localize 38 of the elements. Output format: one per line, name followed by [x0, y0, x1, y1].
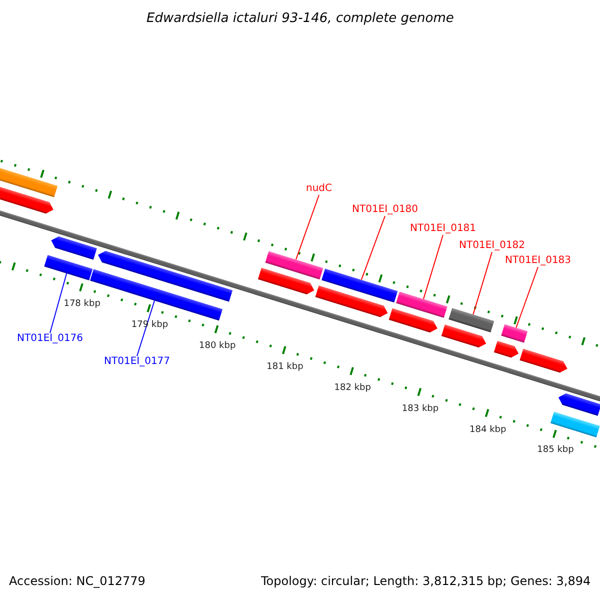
gene-feature: [315, 286, 388, 318]
gene-bar: [322, 268, 398, 303]
leader-line: [360, 216, 386, 280]
gene-label: NT01EI_0177: [104, 357, 170, 367]
leader-line: [516, 266, 538, 328]
leader-line: [136, 300, 155, 356]
gene-feature: [441, 324, 486, 348]
scale-label: 183 kbp: [402, 404, 439, 414]
gene-feature: [388, 308, 438, 332]
gene-label: NT01EI_0176: [17, 334, 84, 344]
gene-bar: [550, 412, 600, 438]
scale-label: 182 kbp: [334, 384, 371, 393]
gene-feature: [494, 340, 519, 358]
scale-label: 180 kbp: [199, 342, 236, 351]
leader-line: [295, 194, 320, 260]
gene-feature: [258, 268, 314, 294]
gene-label: NT01EI_0181: [410, 224, 476, 234]
gene-bar: [396, 292, 448, 318]
gene-label: NT01EI_0180: [352, 205, 418, 215]
gene-bar: [265, 251, 324, 280]
gene-label: NT01EI_0183: [505, 256, 572, 266]
leader-line: [472, 252, 492, 315]
genome-info-text: Topology: circular; Length: 3,812,315 bp; Genes: 3,894: [261, 575, 591, 587]
gene-feature: [51, 236, 97, 260]
gene-bar: [448, 308, 494, 332]
gene-bar: [44, 255, 93, 280]
gene-label: nudC: [306, 184, 332, 194]
accession-text: Accession: NC_012779: [9, 575, 146, 587]
gene-label: NT01EI_0182: [459, 241, 526, 251]
gene-feature: [558, 393, 600, 416]
scale-label: 185 kbp: [537, 446, 574, 456]
scale-label: 184 kbp: [470, 426, 506, 435]
scale-label: 181 kbp: [266, 362, 304, 372]
scale-label: 178 kbp: [64, 300, 100, 309]
gene-feature: [520, 348, 568, 373]
gene-bar: [501, 324, 528, 343]
gene-feature: [98, 250, 233, 302]
chart-title: Edwardsiella ictaluri 93-146, complete genome: [146, 12, 454, 24]
